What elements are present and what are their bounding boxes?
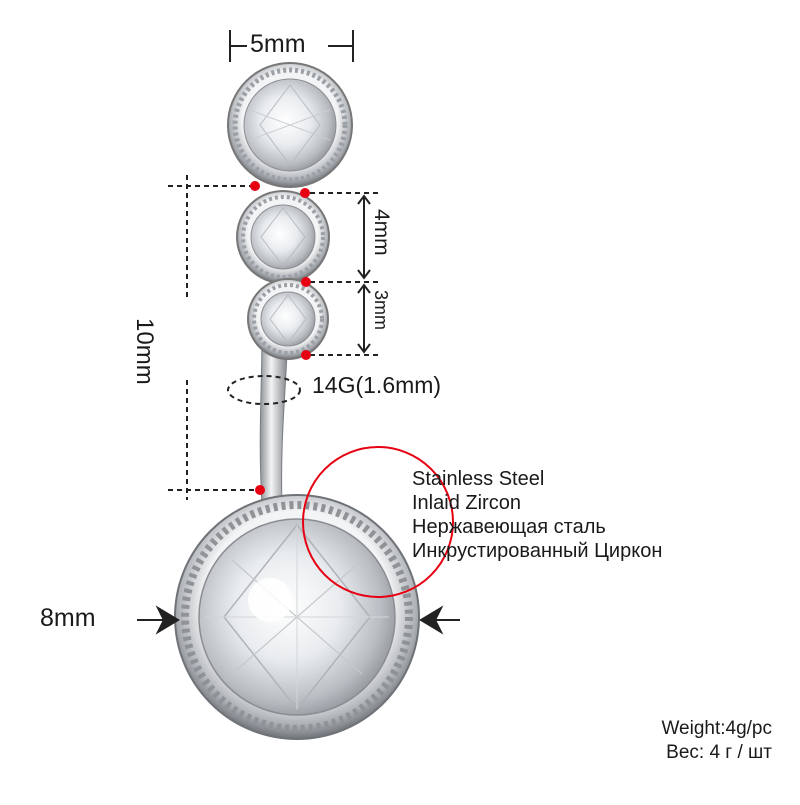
gauge-ring <box>227 375 301 405</box>
dimension-gem-spacing <box>310 192 378 356</box>
material-highlight-circle <box>302 446 454 598</box>
material-line: Stainless Steel <box>412 468 545 490</box>
materials-list: Stainless Steel Inlaid Zircon Нержавеюща… <box>412 467 662 563</box>
top-width-label: 5mm <box>250 30 306 58</box>
material-line: Инкрустированный Циркон <box>412 540 663 562</box>
top-gem <box>227 62 353 188</box>
gauge-label: 14G(1.6mm) <box>312 372 442 398</box>
middle-gem <box>236 190 330 284</box>
dimension-top-width <box>229 30 354 62</box>
gem-spacing-lower-label: 3mm <box>371 290 391 330</box>
length-label: 10mm <box>131 318 158 385</box>
gem-spacing-upper-label: 4mm <box>370 209 393 256</box>
dimension-length <box>168 175 258 500</box>
small-gem <box>247 278 329 360</box>
dimension-bottom-gem <box>137 605 460 635</box>
weight-line: Weight:4g/pc <box>661 718 772 739</box>
material-line: Нержавеющая сталь <box>412 516 606 538</box>
weight-info: Weight:4g/pc Вес: 4 г / шт <box>661 717 772 765</box>
bottom-gem-label: 8mm <box>40 604 96 632</box>
measurement-markers <box>250 181 311 495</box>
material-line: Inlaid Zircon <box>412 492 521 514</box>
weight-line: Вес: 4 г / шт <box>666 742 772 763</box>
bottom-gem <box>174 494 420 740</box>
